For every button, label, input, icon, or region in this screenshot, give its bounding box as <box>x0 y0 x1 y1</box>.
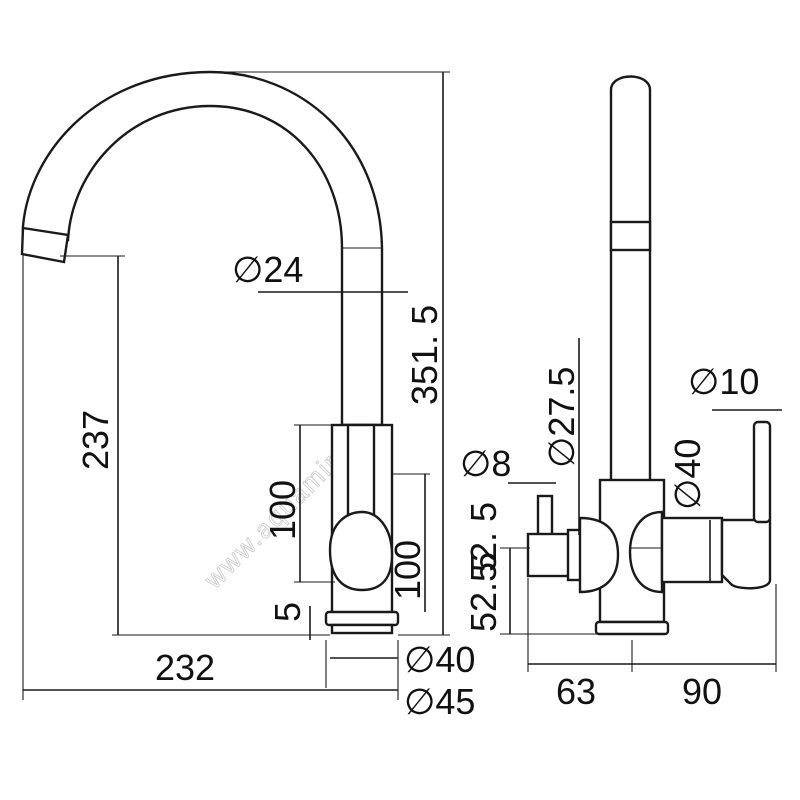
dim-stem-diameter: ∅8 <box>460 443 511 484</box>
dim-width-right: 90 <box>682 671 722 712</box>
dim-base-inner: ∅40 <box>404 639 475 680</box>
dim-spout-height: 237 <box>75 410 116 470</box>
dim-side-height-a: 52. 5 <box>463 502 504 582</box>
front-view: 351. 5 237 232 ∅24 100 100 5 ∅40 ∅45 <box>20 70 475 722</box>
front-lever <box>346 423 376 522</box>
side-column-band <box>609 220 652 252</box>
dim-width-left: 63 <box>556 671 596 712</box>
side-lever-arm <box>660 516 724 584</box>
front-base <box>324 610 400 627</box>
side-lever-rod <box>752 420 772 524</box>
side-lever-handle <box>720 518 772 590</box>
dim-total-height: 351. 5 <box>404 305 445 405</box>
dim-side-height-b: 52. 5 <box>463 552 504 632</box>
side-column <box>609 75 652 484</box>
dim-side-body-diameter: ∅40 <box>667 439 708 510</box>
dim-body-height-right: 100 <box>387 540 428 600</box>
side-stem <box>536 494 554 538</box>
dim-reach: 232 <box>155 647 215 688</box>
dim-handle-diameter: ∅27.5 <box>541 367 582 468</box>
spout-nozzle <box>20 226 70 264</box>
spout-outer <box>21 70 384 427</box>
dim-lever-diameter: ∅10 <box>688 361 759 402</box>
dim-base-thickness: 5 <box>267 602 308 622</box>
side-view: ∅10 ∅27.5 ∅8 ∅40 52. 5 52. 5 63 90 <box>460 75 782 712</box>
dim-body-height-left: 100 <box>262 480 303 540</box>
side-valve <box>526 532 574 578</box>
side-base <box>594 620 670 636</box>
side-right-knob <box>628 510 664 594</box>
dim-pipe-diameter: ∅24 <box>232 249 303 290</box>
front-base-lower <box>330 623 394 635</box>
side-left-knob <box>578 516 620 594</box>
dim-base-outer: ∅45 <box>404 681 475 722</box>
front-handle-knob <box>328 510 394 592</box>
